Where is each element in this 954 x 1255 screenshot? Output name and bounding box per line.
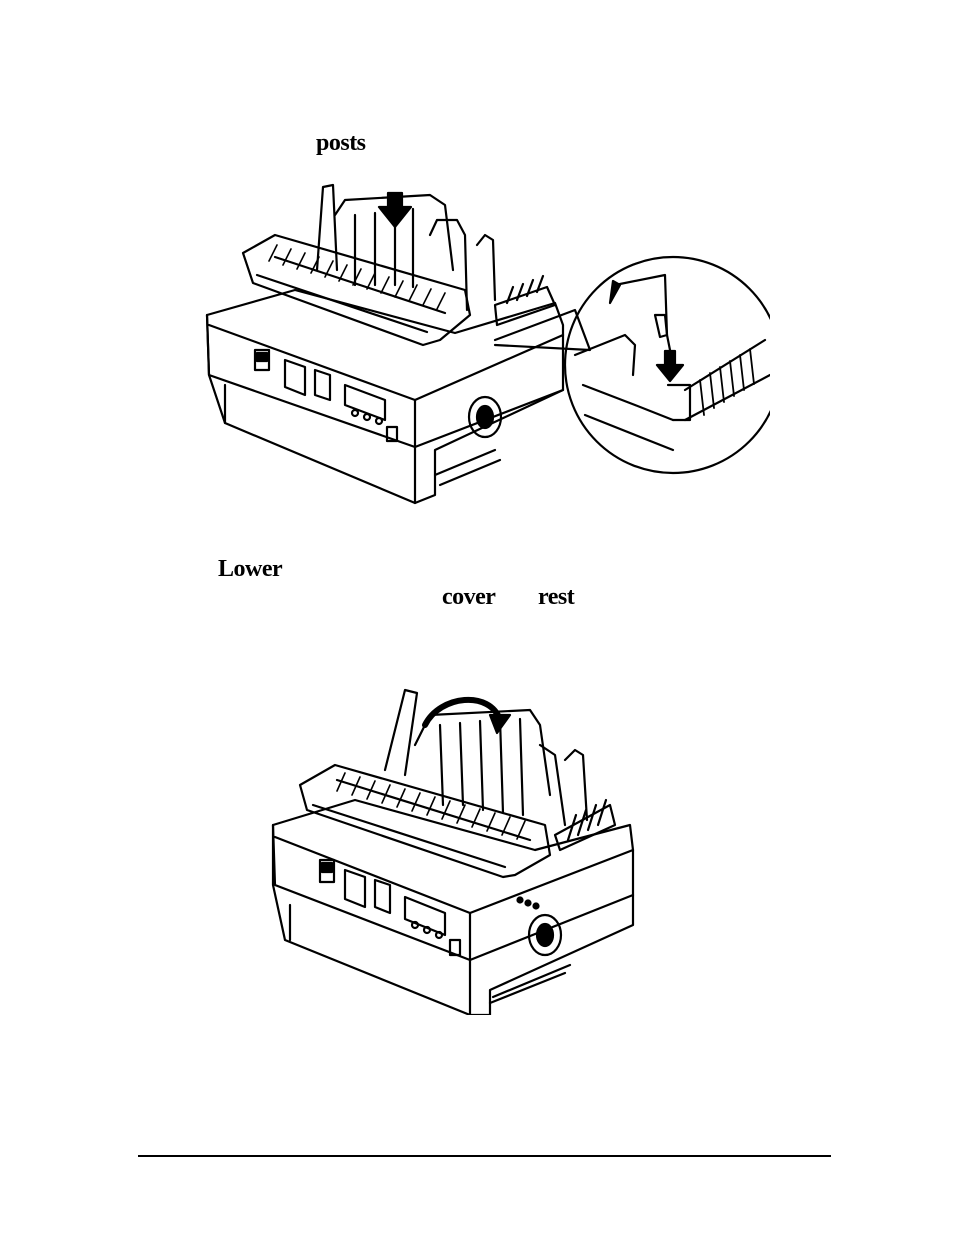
printer-illustration-top — [195, 175, 770, 515]
label-rest: rest — [538, 585, 574, 609]
printer-illustration-bottom — [265, 685, 645, 1015]
footer-rule — [138, 1155, 831, 1157]
label-lower: Lower — [218, 557, 282, 581]
detail-down-arrow-icon — [657, 351, 683, 381]
label-cover: cover — [442, 585, 495, 609]
label-posts: posts — [316, 131, 366, 155]
